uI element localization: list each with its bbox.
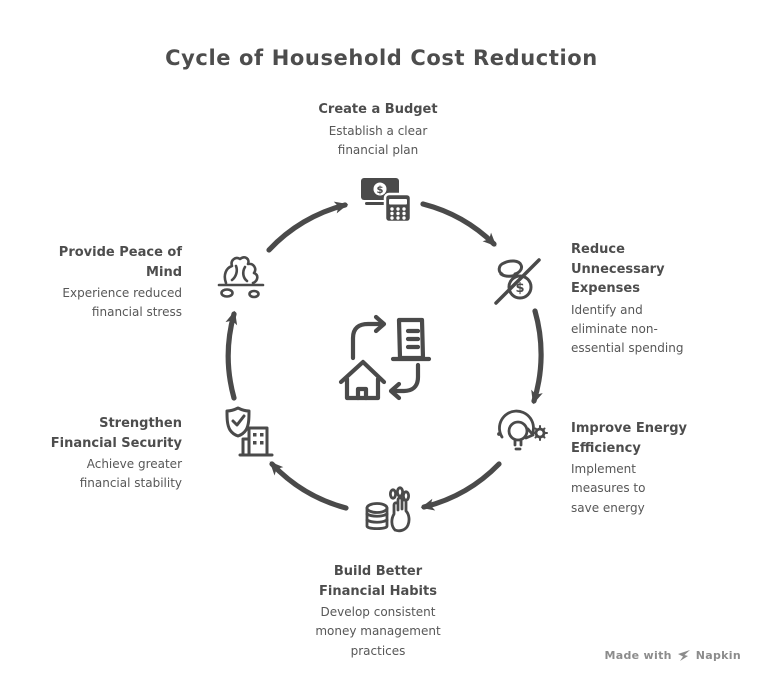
node-title: Strengthen Financial Security <box>50 416 182 451</box>
relaxing-chair-icon <box>217 256 265 299</box>
node-financial-habits: Build Better Financial Habits Develop co… <box>288 562 468 661</box>
node-title: Create a Budget <box>318 102 438 117</box>
node-title: Build Better Financial Habits <box>319 564 437 599</box>
svg-text:$: $ <box>515 281 524 296</box>
arrow-right-to-bottomright <box>531 308 544 405</box>
node-desc: Experience reduced financial stress <box>62 286 182 320</box>
napkin-logo-icon <box>677 649 690 661</box>
svg-text:$: $ <box>377 185 384 196</box>
energy-efficiency-bulb-icon <box>497 409 548 451</box>
no-spending-icon: $ <box>494 258 541 305</box>
made-with-napkin-attribution: Made with Napkin <box>605 649 742 662</box>
node-reduce-expenses: Reduce Unnecessary Expenses Identify and… <box>571 240 721 359</box>
diagram-title: Cycle of Household Cost Reduction <box>165 46 598 70</box>
node-financial-security: Strengthen Financial Security Achieve gr… <box>40 414 182 494</box>
node-desc: Develop consistent money management prac… <box>315 605 441 658</box>
money-calculator-icon: $ <box>361 178 413 224</box>
node-title: Improve Energy Efficiency <box>571 421 687 456</box>
node-title: Reduce Unnecessary Expenses <box>571 242 665 296</box>
node-desc: Implement measures to save energy <box>571 462 646 515</box>
node-desc: Identify and eliminate non-essential spe… <box>571 302 684 356</box>
household-cycle-icon <box>338 314 432 401</box>
arrow-bottom-to-bottomleft <box>269 461 349 511</box>
made-with-label: Made with <box>604 649 672 662</box>
node-energy-efficiency: Improve Energy Efficiency Implement meas… <box>571 419 699 518</box>
napkin-brand-label: Napkin <box>695 649 741 662</box>
node-create-budget: Create a Budget Establish a clear financ… <box>293 100 463 160</box>
arrow-top-to-right <box>420 201 497 247</box>
node-desc: Establish a clear financial plan <box>328 123 428 157</box>
node-peace-of-mind: Provide Peace of Mind Experience reduced… <box>42 243 182 323</box>
arrow-bottomleft-to-left <box>225 310 238 401</box>
node-title: Provide Peace of Mind <box>58 245 182 280</box>
shield-check-icon <box>225 406 274 457</box>
node-desc: Achieve greater financial stability <box>79 457 182 491</box>
arrow-left-to-top <box>266 201 349 253</box>
arrow-bottomright-to-bottom <box>420 461 502 511</box>
savings-hand-icon <box>365 486 411 533</box>
